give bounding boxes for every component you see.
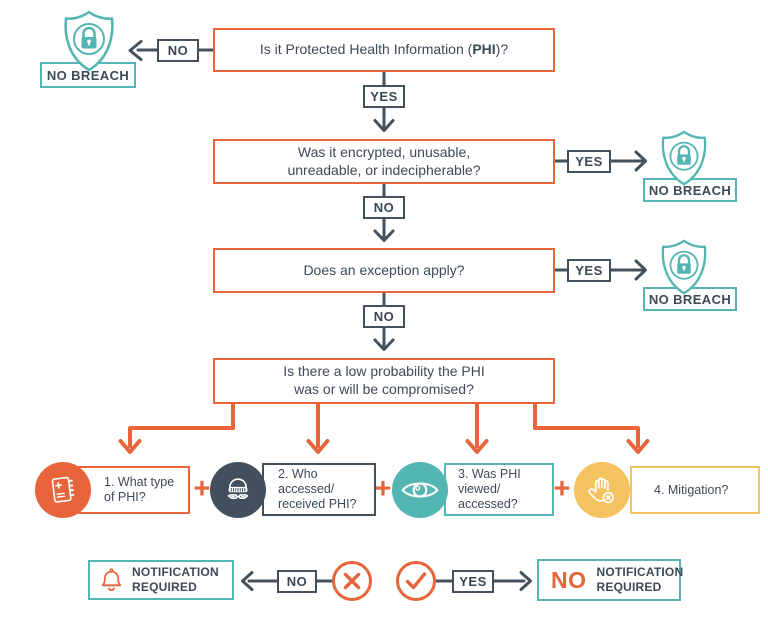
factor2-label: accessed/	[278, 482, 335, 497]
yes-label: YES	[370, 89, 398, 104]
q2-line2: unreadable, or indecipherable?	[287, 161, 481, 178]
q4-line1: Is there a low probability the PHI	[283, 363, 485, 380]
q1-prefix: Is it Protected Health Information (	[259, 41, 473, 58]
q2-line1: Was it encrypted, unusable,	[297, 143, 471, 160]
q2-yes-tag: YES	[567, 150, 611, 173]
question-low-probability: Is there a low probability the PHI was o…	[213, 358, 555, 404]
notification-line: REQUIRED	[596, 580, 662, 594]
factor3-label: 3. Was PHI	[458, 467, 521, 482]
q1-no-tag: NO	[157, 39, 199, 62]
no-label: NO	[373, 309, 395, 324]
q3-yes-tag: YES	[567, 259, 611, 282]
yes-label: YES	[575, 154, 603, 169]
q1-yes-tag: YES	[363, 85, 405, 108]
no-breach-label: NO BREACH	[648, 291, 732, 307]
no-label: NO	[286, 574, 308, 589]
factor1-box: 1. What type of PHI?	[78, 466, 190, 514]
hand-icon	[588, 477, 614, 504]
factor2-box: 2. Who accessed/ received PHI?	[262, 463, 376, 516]
x-circle-icon	[332, 561, 372, 601]
outcome-no-tag: NO	[277, 570, 317, 593]
question-encrypted: Was it encrypted, unusable, unreadable, …	[213, 139, 555, 184]
factor3-label: accessed?	[458, 496, 518, 511]
plus-glyph: +	[553, 473, 571, 505]
factor4-label: 4. Mitigation?	[654, 482, 729, 497]
no-notification-no: NO	[551, 566, 587, 593]
plus-glyph: +	[374, 473, 392, 505]
no-breach-label: NO BREACH	[648, 182, 732, 198]
factor4-box: 4. Mitigation?	[630, 466, 760, 514]
q4-line2: was or will be compromised?	[294, 381, 474, 397]
burglar-icon	[227, 478, 249, 499]
yes-label: YES	[575, 263, 603, 278]
factor3-circle	[392, 462, 448, 518]
plus-glyph: +	[193, 473, 211, 505]
q2-no-tag: NO	[363, 196, 405, 219]
q1-suffix: )?	[495, 41, 509, 58]
eye-icon	[401, 482, 439, 498]
no-label: NO	[167, 43, 189, 58]
factor2-circle	[210, 462, 266, 518]
shield-lock-icon	[64, 10, 114, 72]
factor3-label: viewed/	[458, 482, 501, 497]
factor2-label: 2. Who	[278, 467, 318, 482]
yes-label: YES	[459, 574, 487, 589]
check-circle-icon	[396, 561, 436, 601]
factor1-circle	[35, 462, 91, 518]
factor4-circle	[574, 462, 630, 518]
no-breach-label: NO BREACH	[46, 67, 130, 83]
plus-sign: +	[548, 474, 576, 506]
q3-no-tag: NO	[363, 305, 405, 328]
plus-sign: +	[188, 474, 216, 506]
shield-lock-icon	[661, 239, 707, 295]
no-breach-badge: NO BREACH	[643, 287, 737, 311]
bell-icon	[101, 568, 122, 591]
factor3-box: 3. Was PHI viewed/ accessed?	[444, 463, 554, 516]
factor2-label: received PHI?	[278, 496, 357, 511]
factor1-label: of PHI?	[104, 490, 146, 504]
q1-bold: PHI	[472, 41, 496, 58]
notification-required-box: NOTIFICATION REQUIRED	[88, 560, 234, 600]
question-is-it-phi: Is it Protected Health Information (PHI)…	[213, 28, 555, 72]
question-text: Is it Protected Health Information (PHI)…	[260, 41, 508, 59]
notification-required-text: NOTIFICATION REQUIRED	[132, 565, 219, 594]
notification-line: NOTIFICATION	[596, 565, 684, 580]
q3-text: Does an exception apply?	[303, 261, 465, 278]
notification-line: REQUIRED	[132, 580, 197, 594]
journal-icon	[51, 476, 75, 503]
notification-line: NOTIFICATION	[132, 565, 219, 580]
outcome-yes-tag: YES	[452, 570, 494, 593]
no-notification-required-box: NO NOTIFICATION REQUIRED	[537, 559, 684, 601]
question-exception: Does an exception apply?	[213, 248, 555, 293]
no-label: NO	[373, 200, 395, 215]
no-breach-badge: NO BREACH	[40, 62, 136, 88]
factor1-label: 1. What type	[104, 475, 175, 490]
plus-sign: +	[369, 474, 397, 506]
shield-lock-icon	[661, 130, 707, 186]
no-notification-text: NOTIFICATION REQUIRED	[597, 565, 684, 594]
